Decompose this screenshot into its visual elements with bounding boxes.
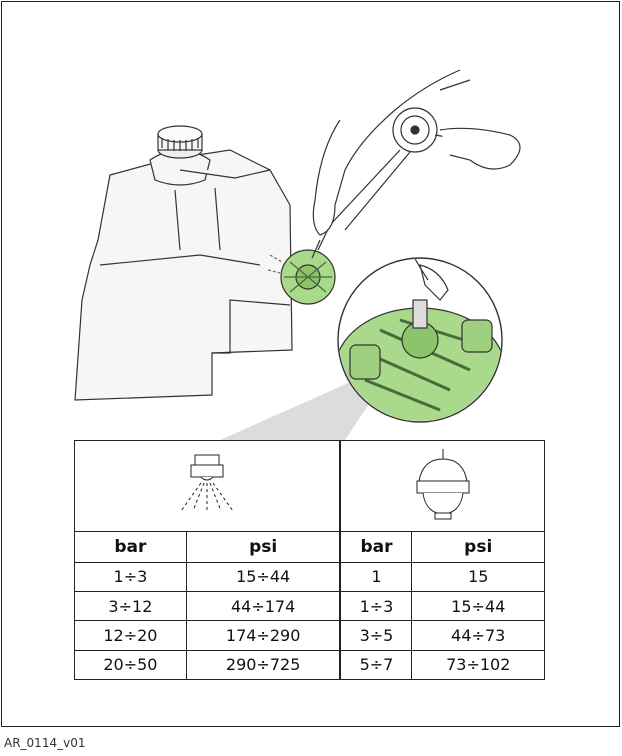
- accumulator-cell: [339, 440, 546, 532]
- cell-right-psi: 44÷73: [411, 620, 545, 651]
- cell-left-psi: 174÷290: [185, 620, 342, 651]
- zoom-wedge: [220, 380, 385, 440]
- cell-right-bar: 1: [339, 561, 413, 593]
- pressure-accumulator-icon: [416, 448, 470, 519]
- cell-left-bar: 3÷12: [74, 591, 187, 622]
- cell-left-psi: 290÷725: [185, 649, 342, 681]
- cell-right-bar: 1÷3: [339, 591, 413, 622]
- header-left-psi: psi: [185, 531, 342, 563]
- pressure-gauge-tool: [311, 79, 471, 259]
- table-row: 20÷50 290÷725 5÷7 73÷102: [74, 649, 545, 681]
- tank-cap: [157, 125, 203, 159]
- cell-right-psi: 15÷44: [411, 591, 545, 622]
- header-right-bar: bar: [339, 531, 413, 563]
- header-right-psi: psi: [411, 531, 545, 563]
- cell-left-psi: 44÷174: [185, 591, 342, 622]
- pump-small: [267, 249, 336, 305]
- page-frame: [1, 1, 620, 727]
- cell-right-psi: 15: [411, 561, 545, 593]
- pump-pressure-check-illustration: [74, 69, 521, 440]
- cell-left-psi: 15÷44: [185, 561, 342, 593]
- table-row: 3÷12 44÷174 1÷3 15÷44: [74, 591, 545, 622]
- cell-right-bar: 5÷7: [339, 649, 413, 681]
- pressure-table: bar psi bar psi 1÷3 15÷44 1 15 3÷12 44÷1…: [74, 440, 546, 681]
- tank-body-outline: [74, 149, 293, 401]
- cell-left-bar: 1÷3: [74, 561, 187, 593]
- cell-right-psi: 73÷102: [411, 649, 545, 681]
- hand-outline: [312, 69, 521, 236]
- cell-left-bar: 12÷20: [74, 620, 187, 651]
- spray-nozzle-cell: [74, 440, 342, 532]
- spray-nozzle-icon: [180, 454, 234, 512]
- table-row: 1÷3 15÷44 1 15: [74, 561, 545, 593]
- cell-right-bar: 3÷5: [339, 620, 413, 651]
- cell-left-bar: 20÷50: [74, 649, 187, 681]
- header-left-bar: bar: [74, 531, 187, 563]
- table-row: 12÷20 174÷290 3÷5 44÷73: [74, 620, 545, 651]
- zoom-circle: [337, 257, 503, 423]
- figure-code: AR_0114_v01: [4, 736, 86, 750]
